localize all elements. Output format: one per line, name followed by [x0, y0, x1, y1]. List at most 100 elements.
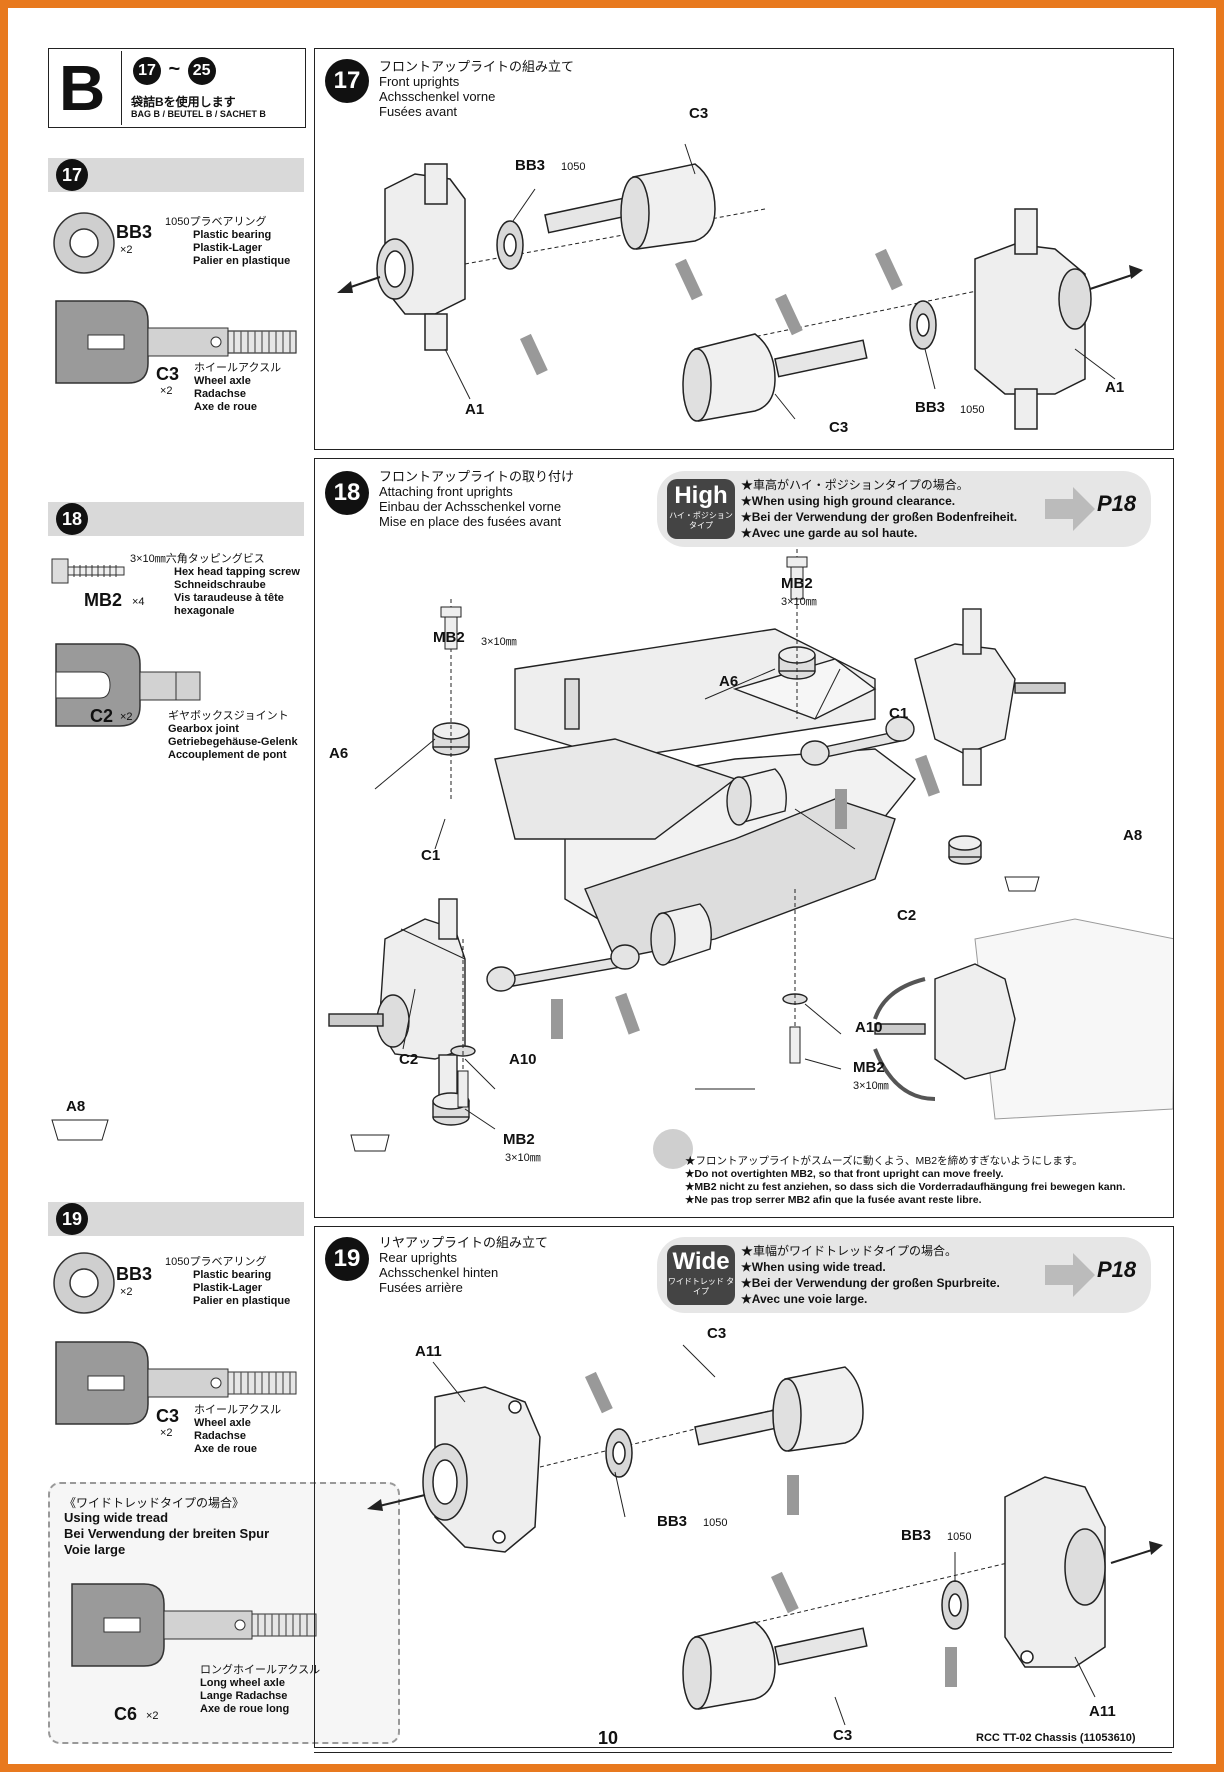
step-to-badge: 25	[187, 57, 216, 85]
wide-langs: Using wide tread Bei Verwendung der brei…	[64, 1510, 270, 1557]
label-size: 3×10㎜	[481, 636, 517, 648]
callout-text: ★車幅がワイドトレッドタイプの場合。 ★When using wide trea…	[741, 1244, 1000, 1306]
label-a1: A1	[1105, 379, 1125, 396]
step-from-badge: 17	[133, 57, 161, 85]
part-qty: ×2	[146, 1710, 159, 1722]
label-a8: A8	[66, 1098, 86, 1115]
high-callout: High ハイ・ポジション タイプ ★車高がハイ・ポジションタイプの場合。 ★W…	[657, 471, 1151, 547]
label-a1: A1	[465, 401, 485, 418]
step-17-panel: 17 フロントアップライトの組み立て Front uprights Achssc…	[314, 48, 1174, 450]
label-c1: C1	[889, 705, 909, 722]
label-bb3: BB3	[515, 157, 546, 174]
part-desc: 1050プラベアリング Plastic bearing Plastik-Lage…	[165, 1256, 291, 1307]
label-bb3-sub: 1050	[703, 1517, 728, 1529]
footer-rule	[314, 1752, 1172, 1753]
part-desc: ギヤボックスジョイント Gearbox joint Getriebegehäus…	[168, 710, 298, 761]
range-tilde: ~	[168, 58, 181, 80]
step-title: フロントアップライトの組み立て Front uprights Achsschen…	[379, 59, 575, 119]
label-bb3-sub: 1050	[947, 1531, 972, 1543]
arrow-right-icon	[1045, 1253, 1095, 1297]
label-c2: C2	[897, 907, 917, 924]
label-c3: C3	[829, 419, 849, 436]
manual-page: B 17 ~ 25 袋詰Bを使用します BAG B / BEUTEL B / S…	[8, 8, 1216, 1764]
label-c3: C3	[833, 1727, 853, 1744]
label-bb3: BB3	[657, 1513, 688, 1530]
step-range: 17 ~ 25	[133, 57, 216, 85]
label-size: 3×10㎜	[853, 1080, 889, 1092]
label-c3: C3	[707, 1325, 727, 1342]
part-qty: ×2	[120, 711, 133, 723]
wide-tread-box: 《ワイドトレッドタイプの場合》 Using wide tread Bei Ver…	[48, 1482, 400, 1744]
sidebar-step-18-header: 18	[48, 502, 304, 536]
part-qty: ×2	[120, 1286, 133, 1298]
part-qty: ×4	[132, 596, 145, 608]
gearbox-joint-icon	[55, 643, 201, 727]
label-bb3: BB3	[915, 399, 946, 416]
label-a10: A10	[509, 1051, 537, 1068]
rear-upright-assembly-diagram	[367, 1344, 1163, 1726]
step-badge: 18	[56, 503, 88, 535]
step-title: リヤアップライトの組み立て Rear uprights Achsschenkel…	[379, 1235, 549, 1295]
sidebar-step-19-header: 19	[48, 1202, 304, 1236]
label-bb3-sub: 1050	[561, 161, 586, 173]
step-18-panel: 18 フロントアップライトの取り付け Attaching front uprig…	[314, 458, 1174, 1218]
front-upright-attachment-diagram	[328, 549, 1173, 1169]
part-code: C3	[156, 1406, 180, 1426]
bag-langs: BAG B / BEUTEL B / SACHET B	[131, 109, 266, 119]
part-code: BB3	[116, 1264, 153, 1284]
label-bb3-sub: 1050	[960, 404, 985, 416]
part-code: MB2	[84, 590, 123, 610]
sidebar-step-17-header: 17	[48, 158, 304, 192]
front-upright-assembly-diagram	[337, 143, 1143, 430]
label-c1: C1	[421, 847, 441, 864]
divider	[121, 51, 122, 125]
wide-jp: 《ワイドトレッドタイプの場合》	[64, 1496, 245, 1510]
step-number-badge: 18	[325, 471, 369, 515]
tightening-note: ★フロントアップライトがスムーズに動くよう、MB2を締めすぎないようにします。 …	[685, 1155, 1126, 1206]
label-mb2: MB2	[781, 575, 813, 592]
bag-header: B 17 ~ 25 袋詰Bを使用します BAG B / BEUTEL B / S…	[48, 48, 306, 128]
arrow-right-icon	[1045, 487, 1095, 531]
label-mb2: MB2	[503, 1131, 535, 1148]
part-desc: 1050プラベアリング Plastic bearing Plastik-Lage…	[165, 216, 291, 267]
part-desc: 3×10㎜六角タッピングビス Hex head tapping screw Sc…	[130, 553, 300, 617]
part-qty: ×2	[120, 244, 133, 256]
part-code: C2	[90, 706, 114, 726]
wide-badge: Wide ワイドトレッド タイプ	[667, 1245, 735, 1305]
label-mb2: MB2	[853, 1059, 885, 1076]
bag-letter: B	[59, 52, 106, 124]
part-desc: ホイールアクスル Wheel axle Radachse Axe de roue	[194, 1404, 282, 1455]
label-a6: A6	[719, 673, 739, 690]
label-mb2: MB2	[433, 629, 465, 646]
part-qty: ×2	[160, 385, 173, 397]
label-size: 3×10㎜	[781, 596, 817, 608]
label-c3: C3	[689, 105, 709, 122]
step-number-badge: 17	[325, 59, 369, 103]
step-badge: 19	[56, 1203, 88, 1235]
label-a11: A11	[1089, 1703, 1116, 1720]
bag-jp: 袋詰Bを使用します	[131, 95, 236, 109]
doc-title: RCC TT-02 Chassis (11053610)	[976, 1732, 1136, 1744]
label-a10: A10	[855, 1019, 883, 1036]
label-c2: C2	[399, 1051, 419, 1068]
wide-callout: Wide ワイドトレッド タイプ ★車幅がワイドトレッドタイプの場合。 ★Whe…	[657, 1237, 1151, 1313]
label-a6: A6	[329, 745, 349, 762]
high-badge: High ハイ・ポジション タイプ	[667, 479, 735, 539]
callout-text: ★車高がハイ・ポジションタイプの場合。 ★When using high gro…	[741, 478, 1018, 540]
long-wheel-axle-icon	[71, 1583, 317, 1667]
part-code: C6	[114, 1704, 138, 1724]
part-code: C3	[156, 364, 180, 384]
part-qty: ×2	[160, 1427, 173, 1439]
label-a11: A11	[415, 1343, 442, 1360]
step-title: フロントアップライトの取り付け Attaching front uprights…	[379, 469, 575, 529]
part-desc: ロングホイールアクスル Long wheel axle Lange Radach…	[200, 1664, 321, 1715]
part-desc: ホイールアクスル Wheel axle Radachse Axe de roue	[194, 362, 282, 413]
page-ref: P18	[1097, 1257, 1137, 1282]
part-code: BB3	[116, 222, 153, 242]
label-bb3: BB3	[901, 1527, 932, 1544]
page-number: 10	[598, 1728, 619, 1748]
step-badge: 17	[56, 159, 88, 191]
hex-screw-icon	[51, 558, 125, 584]
bearing-icon	[53, 1252, 115, 1314]
wheel-axle-icon	[55, 1341, 297, 1425]
